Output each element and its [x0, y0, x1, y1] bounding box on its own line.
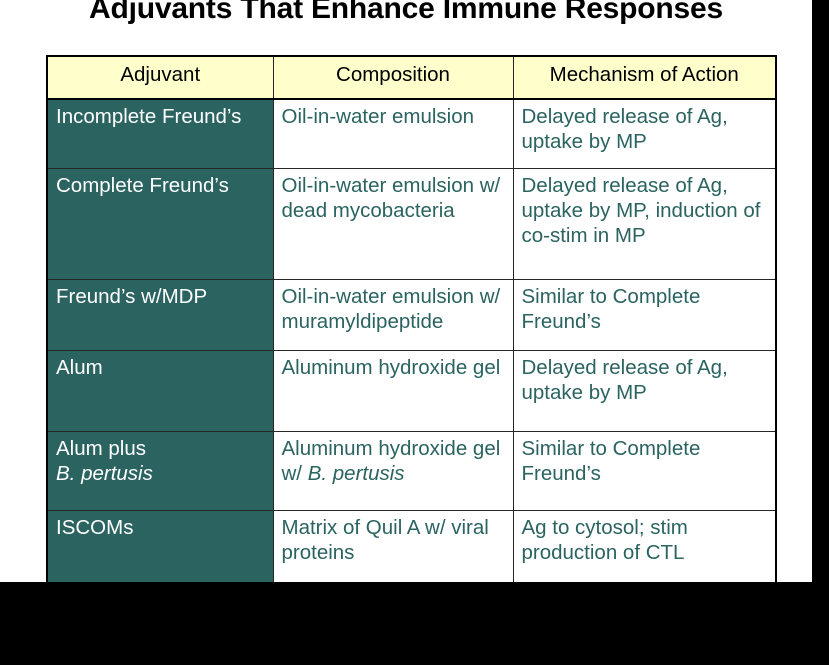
cell-composition: Matrix of Quil A w/ viral proteins — [272, 510, 514, 582]
adjuvant-line-2-species: B. pertusis — [56, 462, 153, 485]
cell-mechanism: Delayed release of Ag, uptake by MP, ind… — [512, 168, 777, 280]
column-header-adjuvant: Adjuvant — [46, 55, 274, 100]
cell-composition: Aluminum hydroxide gel — [272, 350, 514, 432]
column-header-mechanism: Mechanism of Action — [512, 55, 777, 100]
cell-mechanism: Similar to Complete Freund’s — [512, 431, 777, 511]
letterbox-right — [812, 0, 829, 665]
adjuvants-table-container: Adjuvant Composition Mechanism of Action… — [46, 55, 777, 582]
cell-adjuvant: Incomplete Freund’s — [46, 98, 274, 169]
adjuvants-table: Adjuvant Composition Mechanism of Action… — [46, 55, 777, 582]
table-row: Freund’s w/MDP Oil-in-water emulsion w/ … — [46, 279, 777, 351]
adjuvant-line-1: Alum plus — [56, 437, 147, 460]
cell-adjuvant: Freund’s w/MDP — [46, 279, 274, 351]
table-row: Alum Aluminum hydroxide gel Delayed rele… — [46, 350, 777, 432]
cell-adjuvant: ISCOMs — [46, 510, 274, 582]
cell-composition: Oil-in-water emulsion — [272, 98, 514, 169]
letterbox-bottom — [0, 582, 829, 665]
cell-composition: Oil-in-water emulsion w/ muramyldipeptid… — [272, 279, 514, 351]
cell-mechanism: Ag to cytosol; stim production of CTL — [512, 510, 777, 582]
table-row: ISCOMs Matrix of Quil A w/ viral protein… — [46, 510, 777, 582]
table-header-row: Adjuvant Composition Mechanism of Action — [46, 55, 777, 100]
cell-composition: Aluminum hydroxide gel w/ B. pertusis — [272, 431, 514, 511]
table-row: Incomplete Freund’s Oil-in-water emulsio… — [46, 98, 777, 169]
cell-mechanism: Delayed release of Ag, uptake by MP — [512, 98, 777, 169]
cell-composition: Oil-in-water emulsion w/ dead mycobacter… — [272, 168, 514, 280]
cell-mechanism: Similar to Complete Freund’s — [512, 279, 777, 351]
cell-adjuvant: Alum — [46, 350, 274, 432]
cell-adjuvant: Complete Freund’s — [46, 168, 274, 280]
table-row: Complete Freund’s Oil-in-water emulsion … — [46, 168, 777, 280]
page-title: Adjuvants That Enhance Immune Responses — [88, 0, 723, 25]
composition-species: B. pertusis — [307, 462, 405, 485]
cell-mechanism: Delayed release of Ag, uptake by MP — [512, 350, 777, 432]
column-header-composition: Composition — [272, 55, 514, 100]
composition-text: Aluminum hydroxide gel w/ — [281, 437, 501, 485]
slide-canvas: Adjuvants That Enhance Immune Responses … — [0, 0, 812, 582]
